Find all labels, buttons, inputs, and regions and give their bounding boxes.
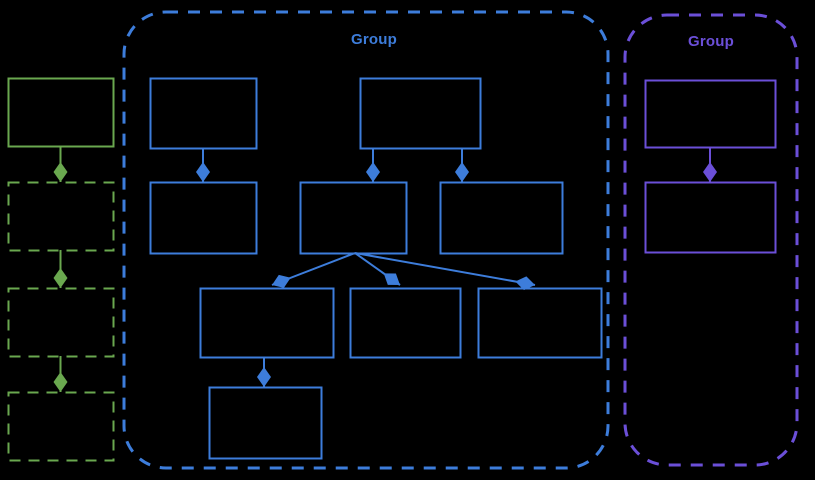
group-container-blue[interactable]: Group [122, 10, 610, 470]
edge-diamond-marker [53, 268, 68, 288]
node-box[interactable] [208, 386, 323, 460]
edge-diamond-marker [455, 162, 469, 182]
node-box[interactable] [359, 77, 482, 150]
node-box[interactable] [644, 79, 777, 149]
edge-line[interactable] [354, 252, 536, 286]
node-box[interactable] [149, 181, 258, 255]
group-purple-label: Group [688, 33, 734, 50]
edge-diamond-marker [272, 274, 291, 288]
node-box[interactable] [439, 181, 564, 255]
group-blue-label: Group [351, 31, 397, 48]
edge-diamond-marker [515, 276, 535, 291]
node-box[interactable] [7, 181, 115, 252]
edge-diamond-marker [53, 162, 68, 182]
markers-layer [53, 162, 717, 392]
group-blue-border [122, 10, 610, 470]
node-box[interactable] [7, 287, 115, 358]
group-purple-border [623, 13, 799, 467]
node-box[interactable] [349, 287, 462, 359]
node-box[interactable] [149, 77, 258, 150]
node-box[interactable] [7, 77, 115, 148]
edge-diamond-marker [196, 162, 210, 182]
edge-diamond-marker [366, 162, 380, 182]
group-container-purple[interactable]: Group [623, 13, 799, 467]
node-box[interactable] [477, 287, 603, 359]
node-box[interactable] [7, 391, 115, 462]
node-box[interactable] [299, 181, 408, 255]
edge-diamond-marker [383, 273, 400, 286]
edge-diamond-marker [703, 162, 717, 182]
edge-diamond-marker [53, 372, 68, 392]
nodes-layer [7, 77, 777, 462]
edge-diamond-marker [257, 367, 271, 387]
node-box[interactable] [644, 181, 777, 254]
node-box[interactable] [199, 287, 335, 359]
